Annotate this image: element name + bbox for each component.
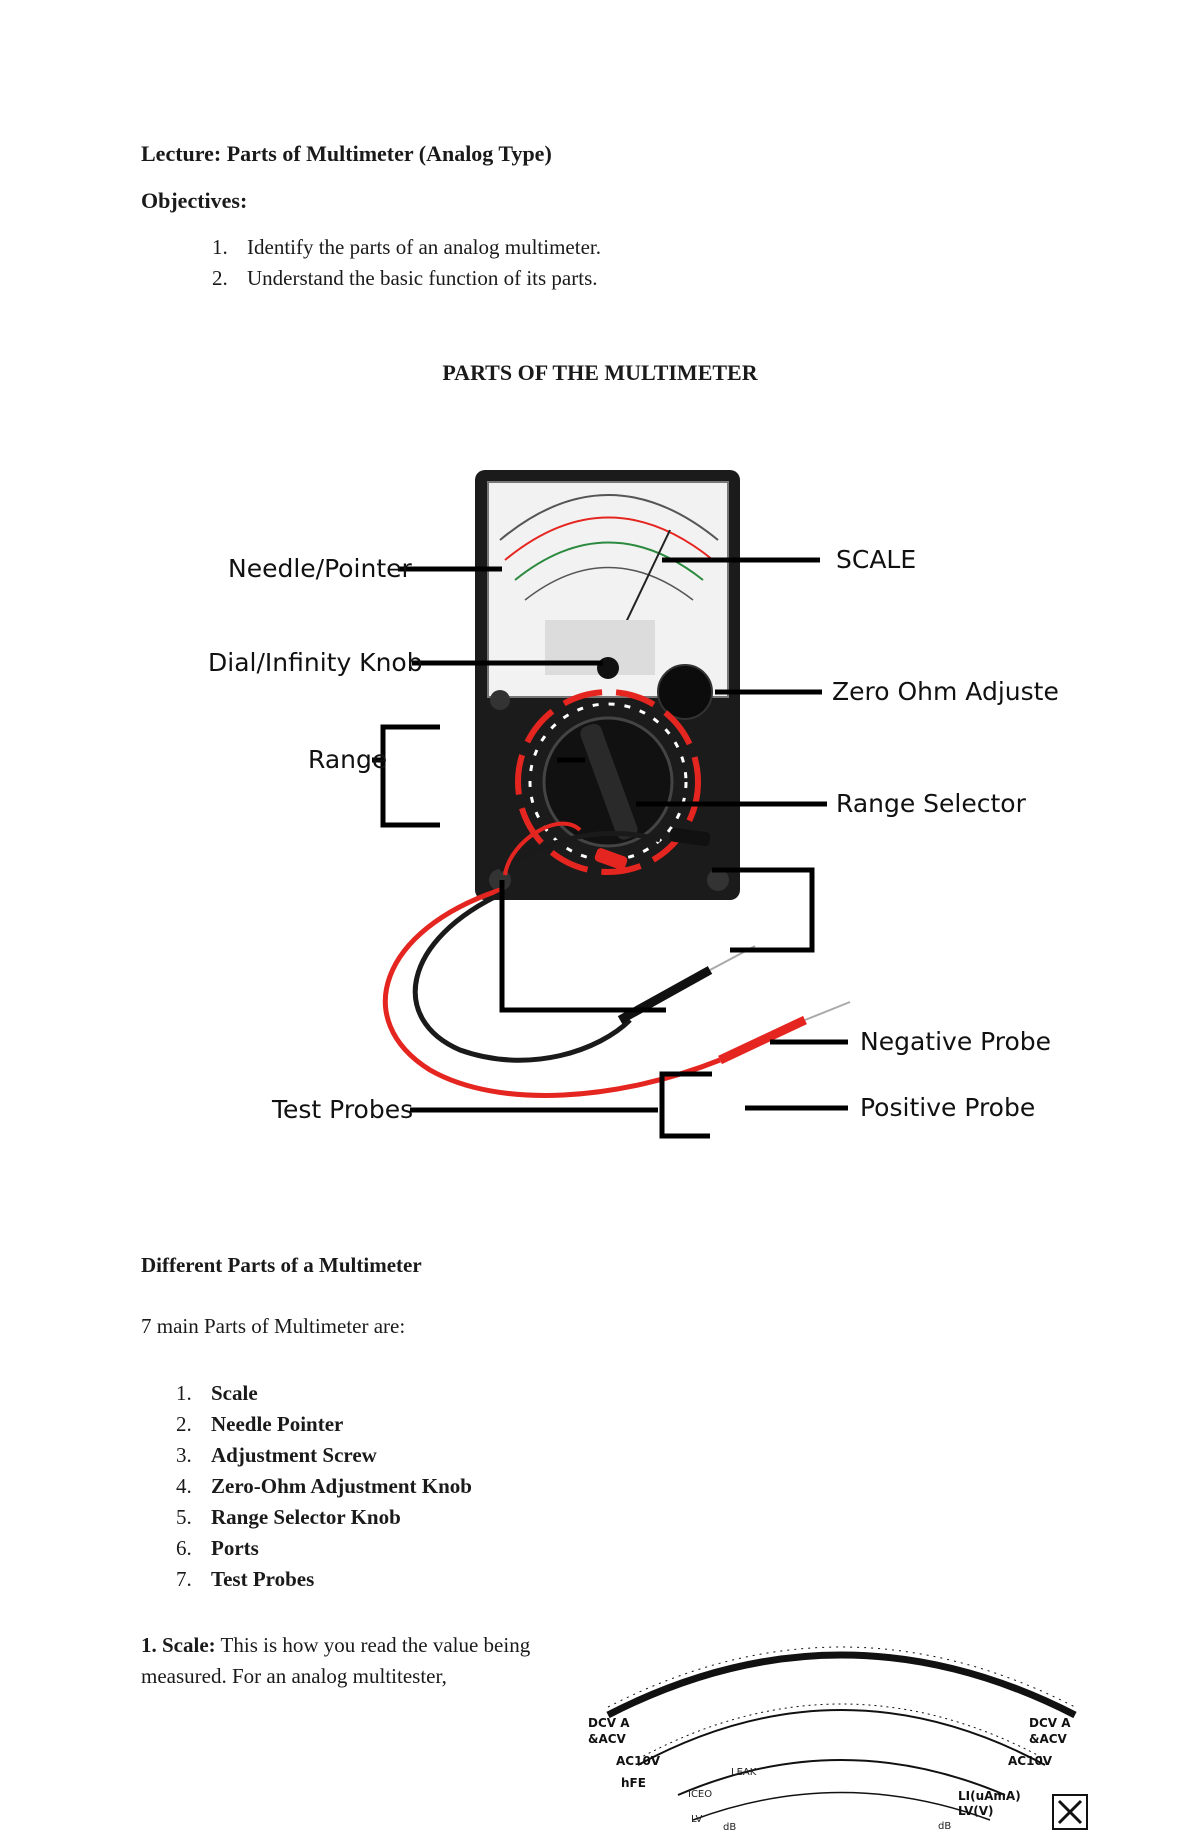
lecture-title: Lecture: Parts of Multimeter (Analog Typ… [141, 141, 552, 166]
zero-ohm-knob [657, 664, 713, 720]
black-lead [412, 889, 632, 1063]
label-dial-infinity-knob: Dial/Infinity Knob [208, 648, 423, 677]
port-output [490, 690, 510, 710]
label-range-selector: Range Selector [836, 789, 1027, 818]
red-lead [382, 887, 721, 1098]
scale-arc-outer [606, 1651, 1077, 1719]
scale-label-db-left: dB [723, 1822, 736, 1833]
scale-label-ac10v: AC10V [616, 1754, 661, 1768]
scale-arc-inner [524, 566, 694, 601]
list-number: 7. [176, 1567, 192, 1591]
scale-label-iceo: ICEO [688, 1789, 712, 1800]
scale-arc-db [692, 1791, 991, 1821]
label-test-probes: Test Probes [271, 1095, 413, 1124]
list-number: 1. [212, 235, 228, 259]
multimeter-diagram: Needle/Pointer Dial/Infinity Knob Range … [200, 460, 1060, 1200]
list-text: Needle Pointer [211, 1412, 344, 1436]
label-needle-pointer: Needle/Pointer [228, 554, 413, 583]
list-item: 1. Scale [176, 1381, 472, 1412]
list-number: 5. [176, 1505, 192, 1529]
list-number: 2. [176, 1412, 192, 1436]
list-text: Test Probes [211, 1567, 315, 1591]
list-item: 2. Needle Pointer [176, 1412, 472, 1443]
list-text: Scale [211, 1381, 258, 1405]
list-item: 3. Adjustment Screw [176, 1443, 472, 1474]
scale-arc-dcv [637, 1709, 1046, 1766]
meter-scale-illustration: DCV A &ACV AC10V hFE ICEO LEAK LV dB dB … [588, 1646, 1088, 1833]
red-lead-upper [503, 821, 582, 876]
list-item: 2. Understand the basic function of its p… [212, 266, 601, 297]
scale-label-acv: &ACV [588, 1732, 627, 1746]
scale-image: DCV A &ACV AC10V hFE ICEO LEAK LV dB dB … [583, 1615, 1100, 1835]
list-item: 4. Zero-Ohm Adjustment Knob [176, 1474, 472, 1505]
list-number: 3. [176, 1443, 192, 1467]
range-ring-red [515, 689, 701, 875]
list-text: Zero-Ohm Adjustment Knob [211, 1474, 472, 1498]
scale-label-lv: LV(V) [958, 1804, 994, 1818]
label-scale: SCALE [836, 545, 916, 574]
list-text: Understand the basic function of its par… [247, 266, 598, 290]
multimeter-illustration: Needle/Pointer Dial/Infinity Knob Range … [208, 470, 1060, 1139]
list-number: 2. [212, 266, 228, 290]
scale-label-acv-right: &ACV [1029, 1732, 1068, 1746]
black-lead-upper [498, 830, 661, 873]
scale-label-lv-small: LV [691, 1814, 702, 1825]
parts-heading: Different Parts of a Multimeter [141, 1253, 422, 1277]
scale-label-li: LI(uAmA) [958, 1789, 1021, 1803]
list-number: 1. [176, 1381, 192, 1405]
scale-label-dcva-right: DCV A [1029, 1716, 1071, 1730]
objectives-list: 1. Identify the parts of an analog multim… [212, 235, 601, 297]
list-item: 1. Identify the parts of an analog multim… [212, 235, 601, 266]
adjustment-screw [597, 657, 619, 679]
label-zero-ohm-adjuster: Zero Ohm Adjuster [832, 677, 1060, 706]
scale-arc [499, 494, 719, 541]
list-item: 7. Test Probes [176, 1567, 472, 1598]
port-positive [707, 869, 729, 891]
list-number: 4. [176, 1474, 192, 1498]
knob-grip [580, 723, 638, 840]
section-heading: PARTS OF THE MULTIMETER [442, 360, 758, 385]
list-text: Ports [211, 1536, 259, 1560]
label-positive-probe: Positive Probe [860, 1093, 1035, 1122]
scale-lead: 1. Scale: [141, 1633, 216, 1657]
scale-ticks-dcv [637, 1703, 1046, 1760]
red-plug [594, 848, 628, 870]
list-text: Adjustment Screw [211, 1443, 377, 1467]
scale-label-hfe: hFE [621, 1776, 646, 1790]
qr-stamp-mark [1057, 1799, 1083, 1825]
parts-intro: 7 main Parts of Multimeter are: [141, 1314, 406, 1338]
positive-probe-handle [718, 1015, 807, 1065]
callout-lines [372, 557, 848, 1139]
scale-text: This is how you read the value being mea… [141, 1633, 531, 1688]
scale-ticks-outer [607, 1646, 1076, 1708]
scale-label-db-right: dB [938, 1821, 951, 1832]
range-ring-ticks [528, 702, 688, 862]
scale-label-dcva: DCV A [588, 1716, 630, 1730]
list-text: Range Selector Knob [211, 1505, 401, 1529]
scale-label-ac10v-right: AC10V [1008, 1754, 1053, 1768]
list-number: 6. [176, 1536, 192, 1560]
scale-arc-inner [677, 1759, 1006, 1796]
label-negative-probe: Negative Probe [860, 1027, 1051, 1056]
parts-list: 1. Scale 2. Needle Pointer 3. Adjustment Sc… [176, 1381, 472, 1598]
list-item: 6. Ports [176, 1536, 472, 1567]
objectives-heading: Objectives: [141, 188, 248, 213]
scale-arc-green [514, 541, 704, 581]
list-text: Identify the parts of an analog multimet… [247, 235, 601, 259]
black-plug [669, 827, 711, 847]
list-item: 5. Range Selector Knob [176, 1505, 472, 1536]
positive-probe-tip [804, 1001, 851, 1021]
scale-label-leak: LEAK [731, 1767, 757, 1778]
scale-paragraph: 1. Scale: This is how you read the value… [141, 1630, 581, 1692]
label-range: Range [308, 745, 387, 774]
scale-arc-red [504, 516, 714, 561]
